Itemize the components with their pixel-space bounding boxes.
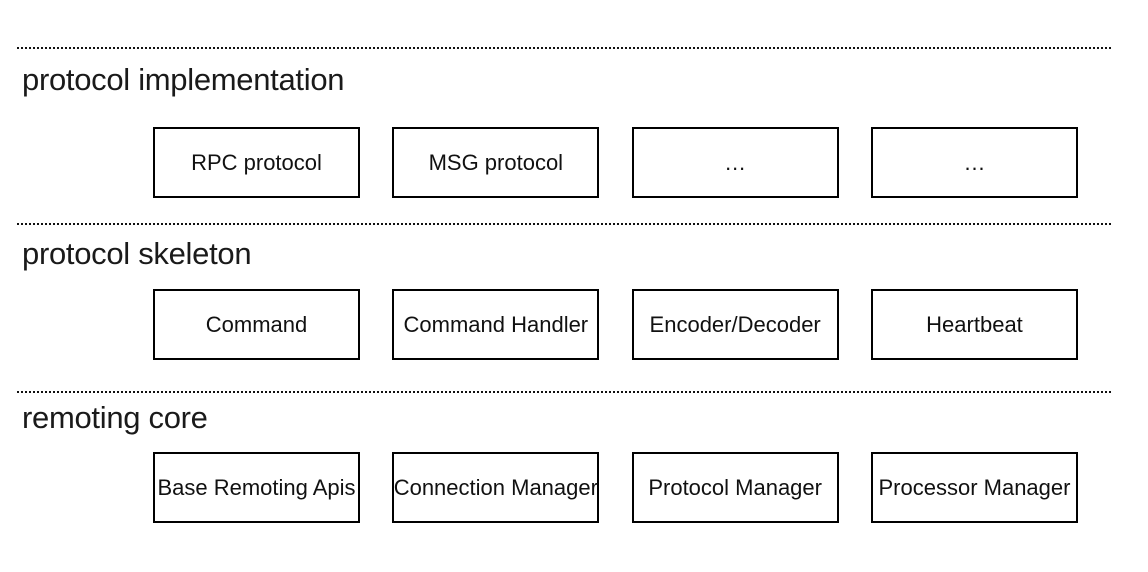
component-box-msg-protocol: MSG protocol	[392, 127, 600, 198]
component-box-heartbeat: Heartbeat	[870, 289, 1078, 360]
dotted-divider	[17, 223, 1113, 225]
component-box-ellipsis-2: …	[870, 127, 1078, 198]
component-row: Command Command Handler Encoder/Decoder …	[153, 289, 1078, 360]
component-box-encoder-decoder: Encoder/Decoder	[631, 289, 839, 360]
component-box-command-handler: Command Handler	[392, 289, 600, 360]
section-title-protocol-skeleton: protocol skeleton	[22, 236, 252, 271]
component-box-ellipsis-1: …	[631, 127, 839, 198]
component-row: RPC protocol MSG protocol … …	[153, 127, 1078, 198]
component-box-processor-manager: Processor Manager	[870, 452, 1078, 523]
section-title-protocol-implementation: protocol implementation	[22, 62, 345, 97]
component-box-rpc-protocol: RPC protocol	[153, 127, 360, 198]
dotted-divider	[17, 47, 1113, 49]
component-box-protocol-manager: Protocol Manager	[631, 452, 839, 523]
section-title-remoting-core: remoting core	[22, 400, 208, 435]
component-box-connection-manager: Connection Manager	[392, 452, 600, 523]
dotted-divider	[17, 391, 1113, 393]
component-row: Base Remoting Apis Connection Manager Pr…	[153, 452, 1078, 523]
component-box-command: Command	[153, 289, 360, 360]
component-box-base-remoting-apis: Base Remoting Apis	[153, 452, 360, 523]
